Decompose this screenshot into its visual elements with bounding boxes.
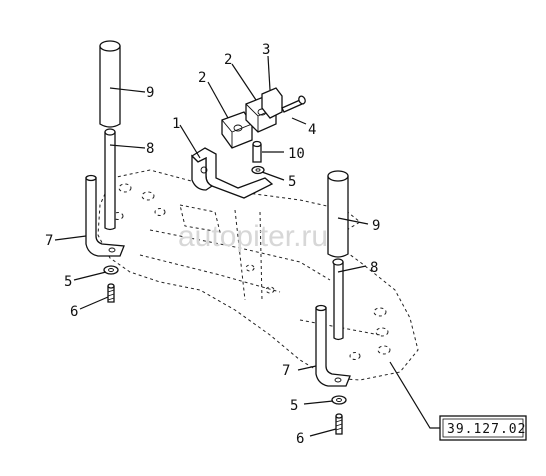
right-handle-grip bbox=[327, 170, 349, 258]
left-washer bbox=[103, 265, 119, 275]
clamp-plate bbox=[261, 87, 283, 119]
left-bolt bbox=[107, 283, 115, 303]
reference-code-box: 39.127.02 bbox=[439, 415, 527, 441]
reference-code: 39.127.02 bbox=[447, 422, 526, 437]
callout-labels: 9 8 7 5 6 1 2 2 3 4 10 5 9 8 7 5 6 bbox=[45, 42, 380, 447]
right-washer bbox=[331, 395, 347, 405]
left-rod bbox=[104, 128, 116, 231]
callout-9-left: 9 bbox=[146, 85, 154, 101]
callout-9-right: 9 bbox=[372, 218, 380, 234]
right-l-bracket bbox=[315, 304, 351, 387]
callout-5-center: 5 bbox=[288, 174, 296, 190]
leader-lines bbox=[54, 55, 440, 437]
callout-6-right: 6 bbox=[296, 431, 304, 447]
callout-5-left: 5 bbox=[64, 274, 72, 290]
callout-7-right: 7 bbox=[282, 363, 290, 379]
callout-8-left: 8 bbox=[146, 141, 154, 157]
callout-3: 3 bbox=[262, 42, 270, 58]
callout-7-left: 7 bbox=[45, 233, 53, 249]
callout-2-lower: 2 bbox=[198, 70, 206, 86]
bracket-screw bbox=[252, 140, 262, 163]
callout-5-right: 5 bbox=[290, 398, 298, 414]
center-bracket bbox=[190, 147, 274, 199]
left-l-bracket bbox=[85, 174, 125, 257]
left-handle-grip bbox=[99, 40, 121, 128]
clamp-bolt bbox=[281, 95, 306, 113]
callout-2-upper: 2 bbox=[224, 52, 232, 68]
watermark-text: autopiter.ru bbox=[178, 220, 328, 253]
callout-8-right: 8 bbox=[370, 260, 378, 276]
callout-6-left: 6 bbox=[70, 304, 78, 320]
callout-10: 10 bbox=[288, 146, 305, 162]
right-bolt bbox=[335, 413, 343, 435]
callout-1: 1 bbox=[172, 116, 180, 132]
callout-4: 4 bbox=[308, 122, 316, 138]
right-rod bbox=[332, 258, 344, 341]
center-washer bbox=[251, 165, 265, 175]
clamp-block-lower bbox=[221, 111, 253, 149]
